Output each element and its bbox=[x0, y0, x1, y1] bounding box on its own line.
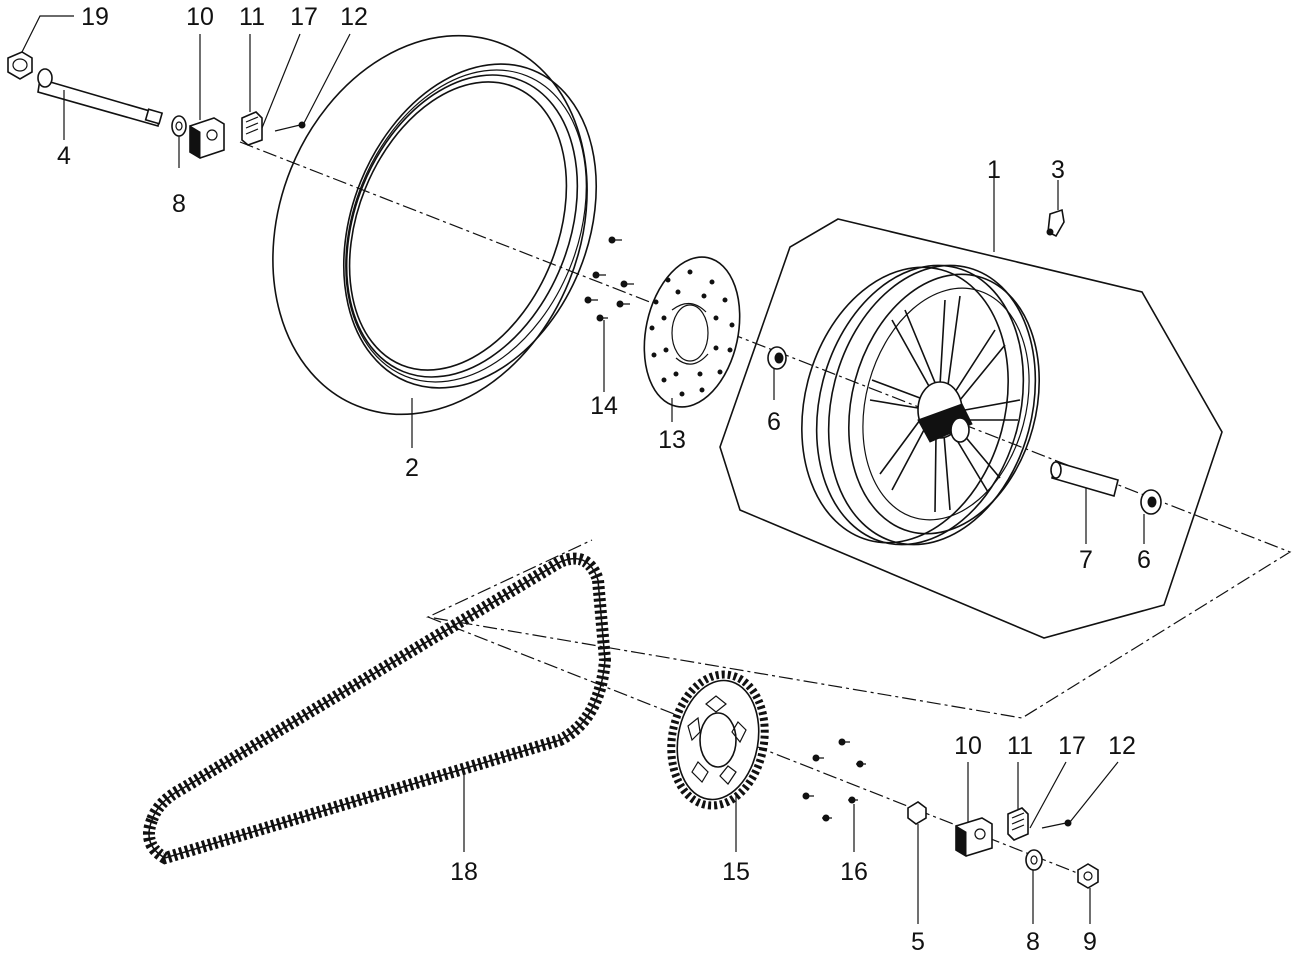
callout-6-right: 6 bbox=[1137, 546, 1151, 574]
bearing-part-6-left bbox=[767, 346, 787, 370]
callout-18: 18 bbox=[450, 858, 478, 886]
axle-part-4 bbox=[37, 68, 164, 128]
callout-16: 16 bbox=[840, 858, 868, 886]
callout-17-lower: 17 bbox=[1058, 732, 1086, 760]
sprocket-part-15 bbox=[667, 670, 769, 810]
callout-15: 15 bbox=[722, 858, 750, 886]
tire-part-2 bbox=[272, 34, 598, 416]
callout-11-upper: 11 bbox=[239, 3, 265, 31]
callout-13: 13 bbox=[658, 426, 686, 454]
callout-19: 19 bbox=[81, 3, 109, 31]
callout-3: 3 bbox=[1051, 156, 1065, 184]
callout-6-left: 6 bbox=[767, 408, 781, 436]
adjuster-plate-part-11-upper bbox=[241, 111, 263, 146]
callout-5: 5 bbox=[911, 928, 925, 953]
callout-8-upper: 8 bbox=[172, 190, 186, 218]
washer-part-8-upper bbox=[171, 115, 187, 137]
nut-part-19 bbox=[7, 51, 33, 80]
axis-lines bbox=[239, 141, 1292, 879]
adjuster-plate-part-11-lower bbox=[1007, 807, 1029, 841]
callout-10-lower: 10 bbox=[954, 732, 982, 760]
callout-7: 7 bbox=[1079, 546, 1093, 574]
adjuster-part-10-upper bbox=[189, 117, 225, 159]
washer-part-8-lower bbox=[1025, 849, 1043, 871]
callout-2: 2 bbox=[405, 454, 419, 482]
nut-part-5 bbox=[907, 801, 927, 825]
callout-1: 1 bbox=[987, 156, 1001, 184]
callout-9: 9 bbox=[1083, 928, 1097, 953]
callout-8-lower: 8 bbox=[1026, 928, 1040, 953]
brake-disc-part-13 bbox=[643, 256, 741, 408]
disc-bolts-part-14 bbox=[584, 236, 634, 322]
callout-12-lower: 12 bbox=[1108, 732, 1136, 760]
callout-10-upper: 10 bbox=[186, 3, 214, 31]
bolt-part-12-upper bbox=[274, 121, 306, 132]
adjuster-part-10-lower bbox=[955, 817, 993, 857]
leader-lines bbox=[21, 15, 1145, 924]
collar-part-7 bbox=[1050, 461, 1119, 497]
nut-part-9 bbox=[1077, 863, 1099, 889]
callout-14: 14 bbox=[590, 392, 618, 420]
wheel-rim-part-1 bbox=[801, 264, 1041, 546]
bearing-part-6-right bbox=[1140, 489, 1162, 515]
callout-17-upper: 17 bbox=[290, 3, 318, 31]
bolt-part-12-lower bbox=[1041, 819, 1072, 829]
valve-part-3 bbox=[1046, 208, 1065, 238]
callout-11-lower: 11 bbox=[1007, 732, 1033, 760]
drive-chain-part-18 bbox=[143, 552, 612, 865]
wheel-assembly-boundary bbox=[719, 218, 1223, 639]
callout-4: 4 bbox=[57, 142, 71, 170]
callout-12-upper: 12 bbox=[340, 3, 368, 31]
callout-labels: 19 10 11 17 12 4 8 1 3 2 14 13 6 7 6 10 … bbox=[57, 3, 1151, 953]
sprocket-bolts-part-16 bbox=[802, 738, 866, 822]
